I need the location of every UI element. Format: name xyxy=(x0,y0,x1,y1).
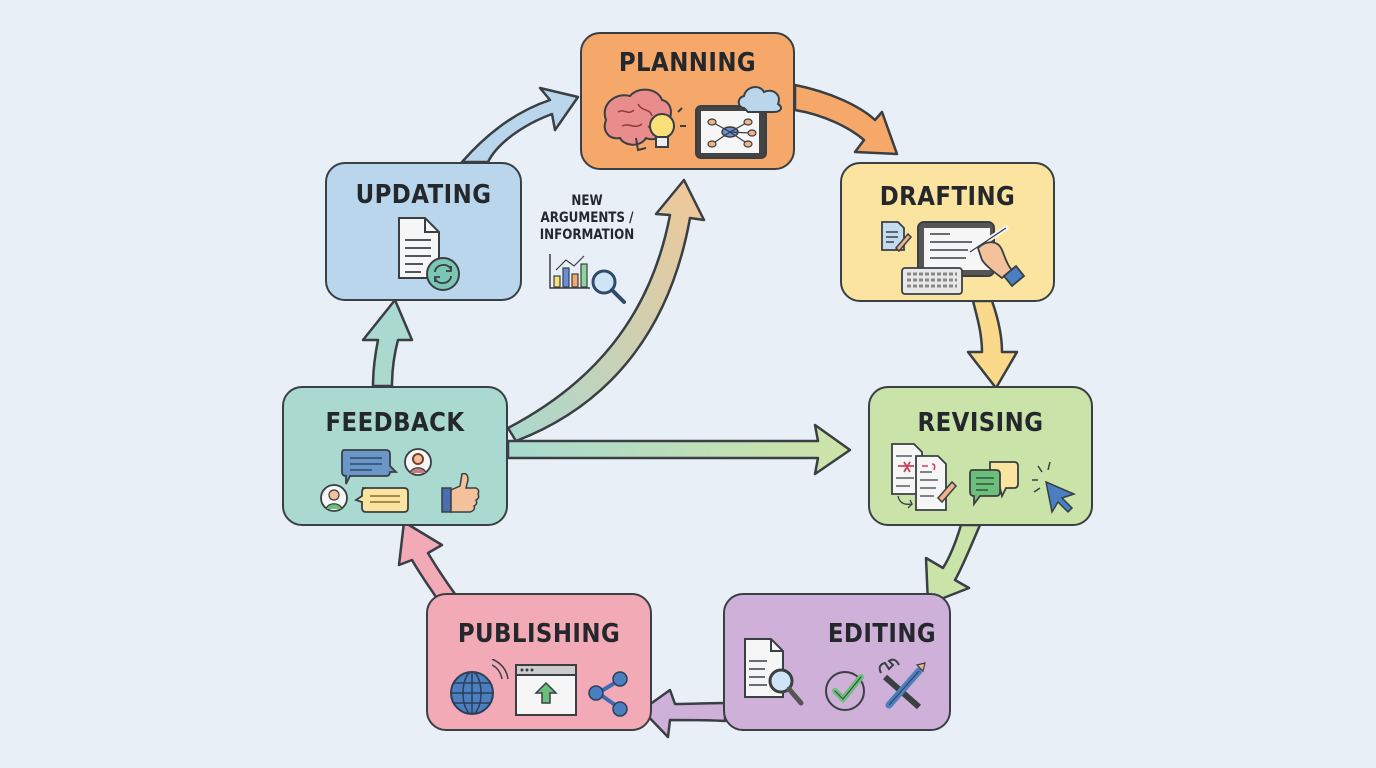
document-refresh-icon xyxy=(398,217,460,291)
arrow-editing-to-publishing xyxy=(640,688,727,739)
tools-icon xyxy=(878,658,926,710)
magnifier-icon xyxy=(591,269,626,304)
stage-title-editing: EDITING xyxy=(827,619,937,649)
share-icon xyxy=(588,671,628,717)
marked-documents-icon xyxy=(891,443,958,511)
hand-stylus-icon xyxy=(967,225,1026,288)
arrow-publishing-to-feedback xyxy=(397,520,457,602)
cursor-click-icon xyxy=(1032,461,1077,514)
globe-signal-icon xyxy=(450,659,509,715)
stage-title-feedback: FEEDBACK xyxy=(325,408,465,438)
arrow-drafting-to-revising xyxy=(966,299,1019,390)
annotation-new-arguments: NEW ARGUMENTS / INFORMATION xyxy=(532,193,643,244)
arrow-planning-to-drafting xyxy=(793,83,899,156)
stage-drafting: DRAFTING xyxy=(840,162,1055,302)
keyboard-icon xyxy=(901,267,963,295)
stage-title-revising: REVISING xyxy=(917,408,1044,438)
cloud-icon xyxy=(737,86,782,113)
stage-planning: PLANNING xyxy=(580,32,795,170)
thumbs-up-icon xyxy=(441,472,480,513)
document-magnifier-icon xyxy=(744,638,804,706)
stage-publishing: PUBLISHING xyxy=(426,593,652,731)
stage-editing: EDITING xyxy=(723,593,951,731)
arrow-feedback-to-revising xyxy=(506,423,852,476)
stage-updating: UPDATING xyxy=(325,162,522,301)
stage-title-publishing: PUBLISHING xyxy=(457,619,621,649)
annotation-line-1: NEW xyxy=(571,193,603,209)
tablet-mindmap-icon xyxy=(695,105,767,159)
stage-revising: REVISING xyxy=(868,386,1093,526)
lightbulb-icon xyxy=(649,107,686,148)
arrow-feedback-to-planning xyxy=(506,178,706,443)
stage-feedback: FEEDBACK xyxy=(282,386,508,526)
chat-bubble-icon xyxy=(341,449,409,513)
user-avatar-icon xyxy=(320,448,432,512)
arrow-revising-to-editing xyxy=(924,523,982,606)
bar-chart-icon xyxy=(549,254,590,289)
arrow-updating-to-planning xyxy=(460,86,580,164)
stage-title-planning: PLANNING xyxy=(618,48,757,78)
stage-title-drafting: DRAFTING xyxy=(879,182,1016,212)
chat-bubbles-icon xyxy=(969,461,1019,507)
annotation-line-2: ARGUMENTS / xyxy=(540,210,634,226)
document-pencil-icon xyxy=(881,221,913,253)
annotation-line-3: INFORMATION xyxy=(539,227,635,243)
checkmark-circle-icon xyxy=(825,671,865,711)
browser-upload-icon xyxy=(515,664,577,716)
stage-title-updating: UPDATING xyxy=(355,180,492,210)
arrow-feedback-to-updating xyxy=(361,298,414,388)
